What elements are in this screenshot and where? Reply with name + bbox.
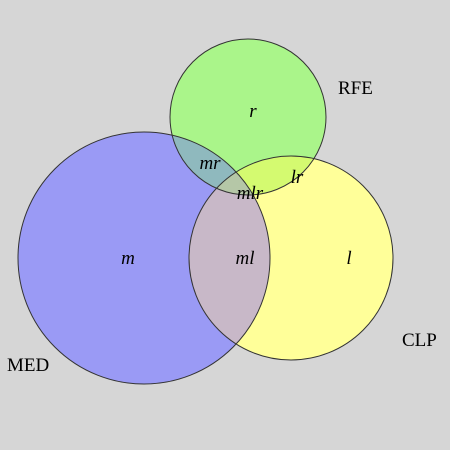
set-label-clp: CLP <box>402 330 437 351</box>
set-label-med: MED <box>7 355 49 376</box>
rfe-outline <box>169 38 327 196</box>
region-label-mr: mr <box>199 153 221 174</box>
region-label-l: l <box>346 248 351 269</box>
region-label-lr: lr <box>291 167 304 188</box>
med-clp-overlap <box>189 156 270 360</box>
med-rfe-overlap <box>170 132 270 195</box>
region-label-mlr: mlr <box>237 183 264 204</box>
region-label-ml: ml <box>236 248 255 269</box>
outlines <box>17 38 394 385</box>
med-outline <box>17 131 271 385</box>
med-circle <box>18 132 270 384</box>
clp-outline <box>188 155 394 361</box>
region-label-m: m <box>121 248 135 269</box>
set-label-rfe: RFE <box>338 78 373 99</box>
region-label-r: r <box>249 101 257 122</box>
